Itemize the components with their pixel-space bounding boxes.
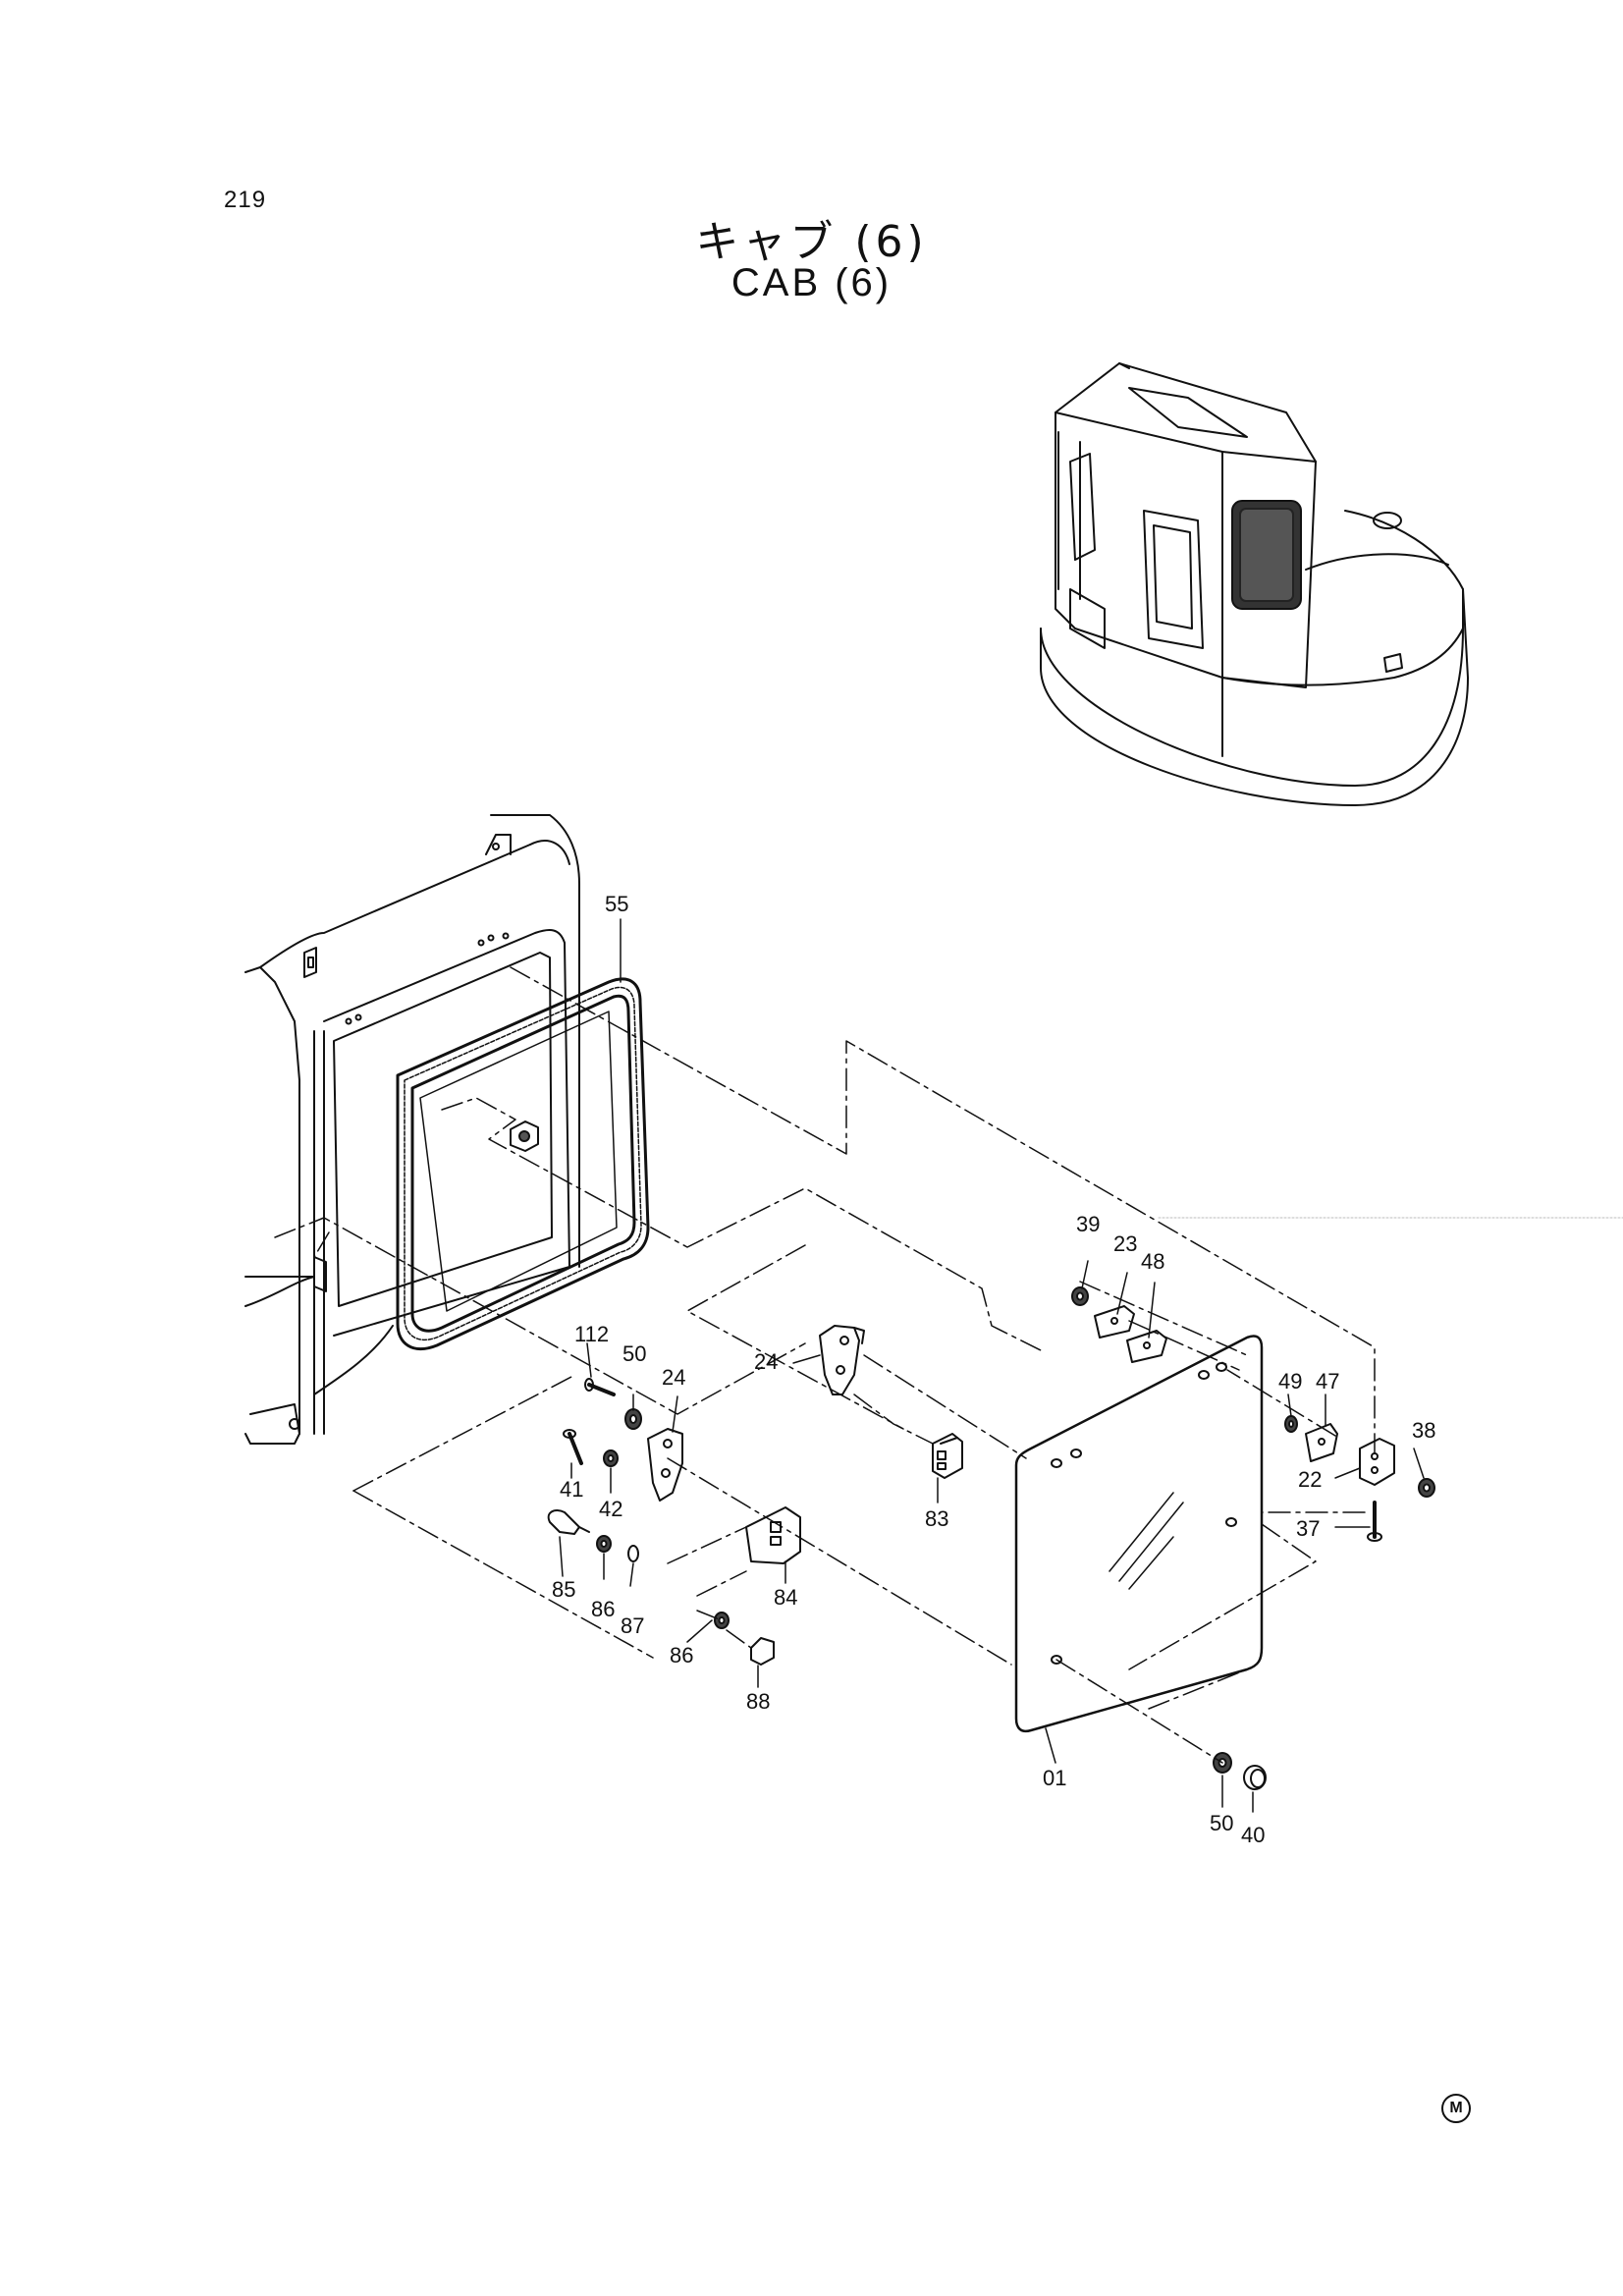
- callout-112: 112: [574, 1322, 610, 1346]
- callout-85: 85: [552, 1577, 576, 1602]
- callout-38: 38: [1412, 1418, 1436, 1443]
- callout-87: 87: [621, 1613, 645, 1638]
- nut-part-39: [1071, 1286, 1089, 1306]
- callout-86-left: 86: [591, 1597, 616, 1621]
- callout-22: 22: [1298, 1467, 1323, 1492]
- callout-24-lower: 24: [662, 1365, 686, 1390]
- assembly-lines: [274, 966, 1376, 1764]
- handle-part-85: [547, 1509, 590, 1535]
- callout-23: 23: [1113, 1231, 1138, 1256]
- window-seal-part-55: [396, 977, 650, 1351]
- callout-83: 83: [925, 1506, 949, 1531]
- callout-48: 48: [1141, 1249, 1165, 1274]
- callout-41: 41: [560, 1477, 584, 1502]
- bolt-part-112: [584, 1378, 616, 1396]
- callout-01: 01: [1043, 1766, 1067, 1790]
- washer-part-86-left: [596, 1535, 612, 1553]
- title-japanese: キャブ (6): [695, 217, 928, 267]
- catch-part-84: [745, 1506, 801, 1564]
- plate-part-48: [1126, 1330, 1167, 1363]
- cab-frame-drawing: [244, 814, 580, 1445]
- washer-part-86-right: [714, 1612, 730, 1629]
- excavator-inset-illustration: [1040, 362, 1469, 806]
- callout-88: 88: [746, 1689, 771, 1714]
- latch-part-83: [932, 1433, 963, 1479]
- washer-part-42: [603, 1449, 619, 1467]
- maker-mark-icon: M: [1441, 2094, 1471, 2123]
- callout-42: 42: [599, 1497, 623, 1521]
- callout-37: 37: [1296, 1516, 1321, 1541]
- ring-part-87: [627, 1545, 639, 1562]
- callout-86-right: 86: [670, 1643, 694, 1667]
- clip-part-88: [750, 1637, 775, 1666]
- window-glass-part-01: [1014, 1335, 1264, 1733]
- cap-part-40: [1243, 1765, 1267, 1790]
- plate-part-47: [1305, 1423, 1338, 1462]
- bolt-part-41: [563, 1429, 583, 1465]
- callout-84: 84: [774, 1585, 798, 1610]
- callout-24-upper: 24: [754, 1349, 779, 1374]
- bolt-part-37: [1367, 1501, 1382, 1542]
- page-number: 219: [224, 187, 267, 213]
- callout-49: 49: [1278, 1369, 1303, 1394]
- hinge-part-24-upper: [819, 1325, 865, 1395]
- callout-50-left: 50: [622, 1341, 647, 1366]
- plate-part-23: [1094, 1305, 1135, 1339]
- hinge-part-24-lower: [647, 1428, 683, 1502]
- spacer-part-49: [1284, 1415, 1298, 1433]
- bolt-part-38: [1418, 1478, 1435, 1498]
- title-english: CAB (6): [730, 261, 893, 304]
- callout-50-right: 50: [1210, 1811, 1234, 1835]
- leader-lines: [559, 918, 1425, 1813]
- callout-55: 55: [605, 892, 629, 916]
- washer-part-50-left: [624, 1408, 642, 1430]
- callout-47: 47: [1316, 1369, 1340, 1394]
- callout-40: 40: [1241, 1823, 1266, 1847]
- hinge-block-part-22: [1359, 1438, 1395, 1486]
- callout-39: 39: [1076, 1212, 1101, 1236]
